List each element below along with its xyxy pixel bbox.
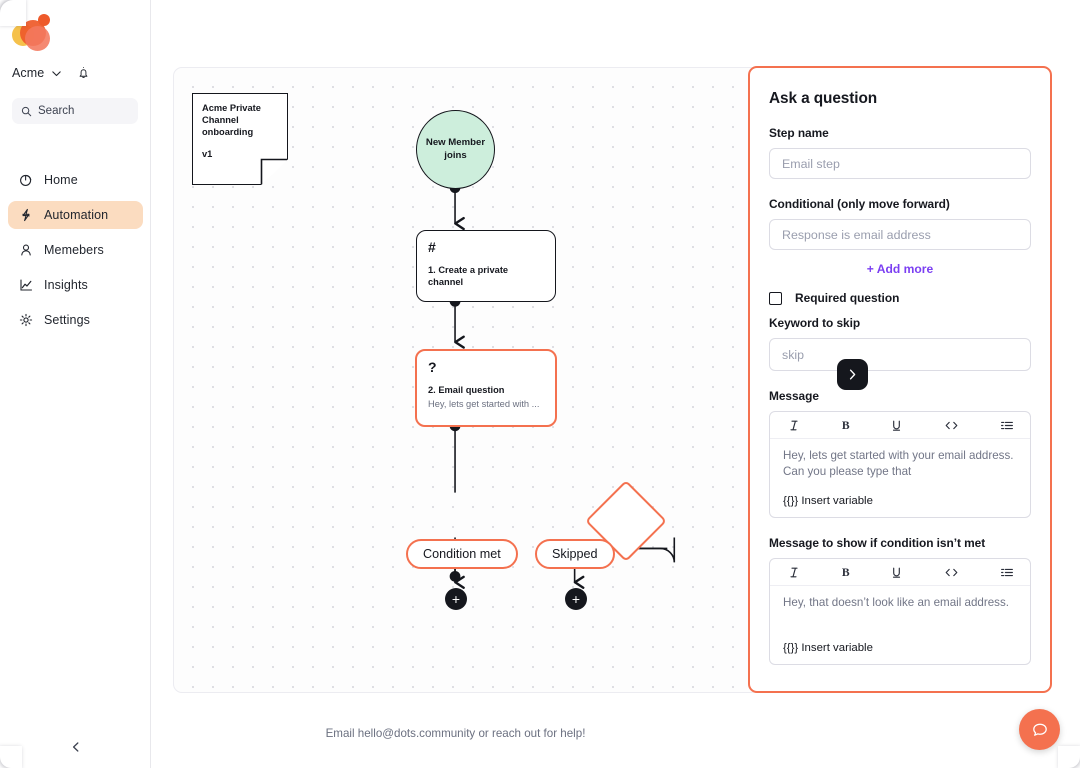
hash-icon: # bbox=[428, 239, 436, 255]
fallback-insert-variable[interactable]: {{}} Insert variable bbox=[783, 642, 873, 654]
chevron-left-icon bbox=[72, 742, 79, 752]
gear-icon bbox=[18, 313, 33, 328]
flow-step-1[interactable]: # 1. Create a private channel bbox=[416, 230, 556, 302]
fallback-text[interactable]: Hey, that doesn’t look like an email add… bbox=[783, 596, 1009, 609]
sidebar-item-label: Automation bbox=[44, 208, 109, 222]
sidebar-item-label: Settings bbox=[44, 313, 90, 327]
sidebar-item-members[interactable]: Memebers bbox=[8, 236, 143, 264]
sidebar-item-label: Home bbox=[44, 173, 78, 187]
step-name-input[interactable]: Email step bbox=[769, 148, 1031, 179]
plus-icon: + bbox=[451, 591, 461, 607]
branch-label: Condition met bbox=[423, 547, 501, 561]
step-name-placeholder: Email step bbox=[782, 156, 840, 171]
branch-pill-skipped[interactable]: Skipped bbox=[535, 539, 615, 569]
chat-bubble-icon bbox=[1032, 723, 1047, 736]
message-text[interactable]: Hey, lets get started with your email ad… bbox=[783, 449, 1014, 478]
conditional-input[interactable]: Response is email address bbox=[769, 219, 1031, 250]
panel-title: Ask a question bbox=[769, 90, 878, 107]
step-title: 1. Create a private channel bbox=[428, 265, 509, 287]
code-icon[interactable] bbox=[944, 566, 959, 579]
branch-label: Skipped bbox=[552, 547, 598, 561]
canvas-next-button[interactable] bbox=[837, 359, 868, 390]
chart-line-icon bbox=[18, 278, 33, 293]
add-step-button-right[interactable]: + bbox=[565, 588, 587, 610]
plus-icon: + bbox=[571, 591, 581, 607]
search-placeholder: Search bbox=[38, 105, 75, 117]
main-area: Acme Private Channel onboarding v1 New M… bbox=[151, 0, 1080, 768]
message-label: Message bbox=[769, 389, 819, 403]
sidebar-item-insights[interactable]: Insights bbox=[8, 271, 143, 299]
app-logo[interactable] bbox=[12, 13, 56, 53]
org-switcher[interactable]: Acme bbox=[12, 66, 90, 80]
home-pie-icon bbox=[18, 173, 33, 188]
step-config-panel: Ask a question Step name Email step Cond… bbox=[748, 66, 1052, 693]
sidebar-item-settings[interactable]: Settings bbox=[8, 306, 143, 334]
add-step-button-left[interactable]: + bbox=[445, 588, 467, 610]
search-icon bbox=[21, 106, 32, 116]
automation-canvas[interactable]: Acme Private Channel onboarding v1 New M… bbox=[173, 67, 760, 693]
note-title: Acme Private Channel onboarding bbox=[202, 103, 261, 138]
fallback-editor-toolbar: B bbox=[770, 559, 1030, 586]
trigger-label: New Member joins bbox=[425, 137, 486, 161]
step-name-label: Step name bbox=[769, 126, 829, 140]
italic-icon[interactable] bbox=[788, 566, 801, 579]
underline-icon[interactable] bbox=[890, 566, 903, 579]
sidebar-item-label: Memebers bbox=[44, 243, 104, 257]
message-editor[interactable]: B Hey, lets get started with your email … bbox=[769, 411, 1031, 518]
org-name: Acme bbox=[12, 66, 45, 80]
chat-support-button[interactable] bbox=[1019, 709, 1060, 750]
lightning-icon bbox=[18, 208, 33, 223]
chevron-down-icon bbox=[52, 70, 62, 76]
fallback-editor[interactable]: B Hey, that doesn’t look like an email a… bbox=[769, 558, 1031, 665]
chevron-right-icon bbox=[849, 369, 856, 380]
trigger-node[interactable]: New Member joins bbox=[416, 110, 495, 189]
footer-help-text: Email hello@dots.community or reach out … bbox=[325, 727, 586, 740]
fallback-label: Message to show if condition isn’t met bbox=[769, 536, 986, 550]
required-question-label: Required question bbox=[795, 291, 900, 305]
underline-icon[interactable] bbox=[890, 419, 903, 432]
conditional-placeholder: Response is email address bbox=[782, 227, 931, 242]
sidebar-item-automation[interactable]: Automation bbox=[8, 201, 143, 229]
sidebar-item-label: Insights bbox=[44, 278, 88, 292]
branch-pill-condition-met[interactable]: Condition met bbox=[406, 539, 518, 569]
step-subtitle: Hey, lets get started with ... bbox=[428, 399, 540, 409]
list-icon[interactable] bbox=[1000, 419, 1014, 432]
flow-step-2[interactable]: ? 2. Email question Hey, lets get starte… bbox=[415, 349, 557, 427]
required-question-checkbox[interactable] bbox=[769, 291, 782, 305]
search-input[interactable]: Search bbox=[12, 98, 138, 124]
required-question-row[interactable]: Required question bbox=[769, 291, 1031, 305]
sidebar-item-home[interactable]: Home bbox=[8, 166, 143, 194]
message-insert-variable[interactable]: {{}} Insert variable bbox=[783, 495, 873, 507]
message-editor-toolbar: B bbox=[770, 412, 1030, 439]
add-more-link[interactable]: + Add more bbox=[866, 262, 934, 276]
keyword-to-skip-input[interactable]: skip bbox=[769, 338, 1031, 371]
person-icon bbox=[18, 243, 33, 258]
italic-icon[interactable] bbox=[788, 419, 801, 432]
sidebar-nav: Home Automation Memebe bbox=[8, 166, 143, 341]
note-version: v1 bbox=[202, 149, 213, 159]
keyword-to-skip-label: Keyword to skip bbox=[769, 316, 861, 330]
list-icon[interactable] bbox=[1000, 566, 1014, 579]
sidebar: Acme Search bbox=[0, 0, 151, 768]
bell-icon[interactable] bbox=[77, 66, 90, 80]
collapse-sidebar-button[interactable] bbox=[67, 738, 85, 756]
question-icon: ? bbox=[428, 359, 437, 375]
conditional-label: Conditional (only move forward) bbox=[769, 197, 950, 211]
logo-circle-salmon bbox=[25, 26, 50, 51]
code-icon[interactable] bbox=[944, 419, 959, 432]
bold-icon[interactable]: B bbox=[841, 565, 850, 579]
keyword-placeholder: skip bbox=[782, 347, 805, 362]
step-title: 2. Email question bbox=[428, 385, 505, 395]
bold-icon[interactable]: B bbox=[841, 418, 850, 432]
